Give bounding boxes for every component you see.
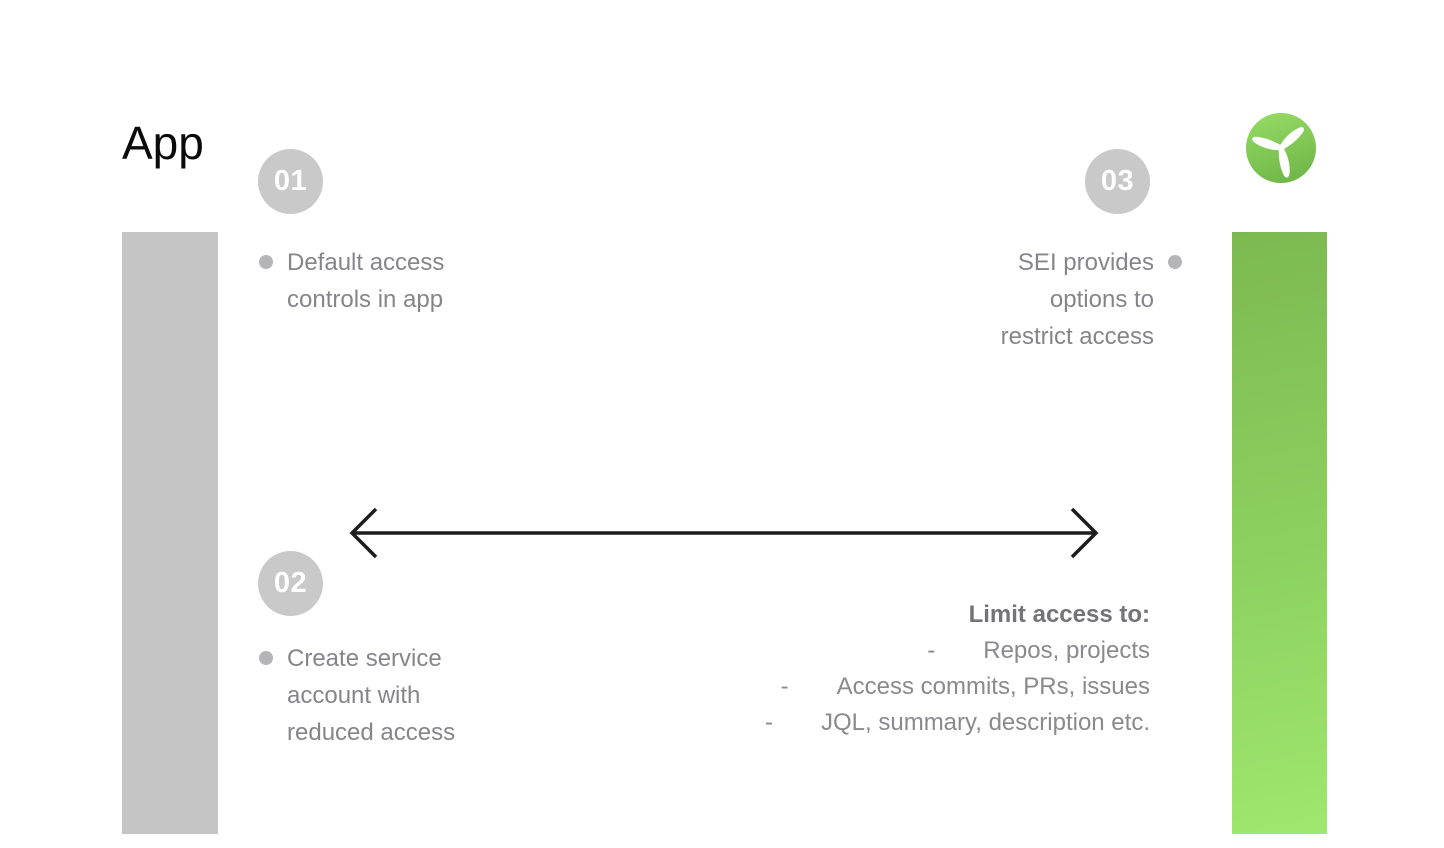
step-note-2: Create service account with reduced acce…: [259, 640, 455, 751]
step-note-1-text: Default access controls in app: [287, 249, 445, 313]
bullet-dot-icon: [1168, 255, 1182, 269]
step-badge-03: 03: [1085, 149, 1150, 214]
limit-item: - Access commits, PRs, issues: [765, 669, 1150, 705]
page-title: App: [122, 117, 204, 169]
limit-access-list: Limit access to: - Repos, projects - Acc…: [765, 597, 1150, 741]
dash-bullet: -: [780, 673, 789, 700]
sei-column-bar: [1232, 232, 1327, 834]
step-note-2-text: Create service account with reduced acce…: [287, 645, 456, 746]
dash-bullet: -: [927, 637, 936, 664]
limit-item: - JQL, summary, description etc.: [765, 705, 1150, 741]
turbine-logo-icon: [1246, 113, 1316, 183]
limit-item-text: Access commits, PRs, issues: [836, 673, 1150, 700]
step-note-3-text: SEI provides options to restrict access: [1000, 249, 1154, 350]
limit-heading: Limit access to:: [968, 601, 1150, 628]
step-badge-02: 02: [258, 551, 323, 616]
limit-item: - Repos, projects: [765, 633, 1150, 669]
limit-item-text: Repos, projects: [983, 637, 1150, 664]
step-badge-01: 01: [258, 149, 323, 214]
dash-bullet: -: [765, 709, 773, 736]
double-headed-arrow: [349, 507, 1099, 559]
step-note-1: Default access controls in app: [259, 244, 444, 318]
bullet-dot-icon: [259, 651, 273, 665]
limit-item-text: JQL, summary, description etc.: [821, 709, 1150, 736]
app-column-bar: [122, 232, 218, 834]
bullet-dot-icon: [259, 255, 273, 269]
step-note-3: SEI provides options to restrict access: [1001, 244, 1182, 355]
